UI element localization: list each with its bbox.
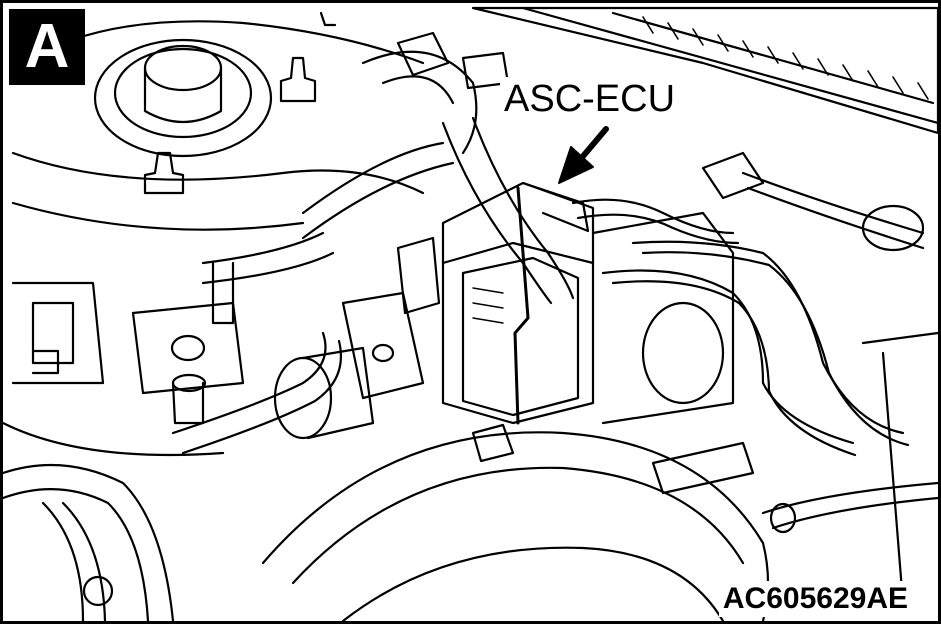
wiring-harness <box>203 33 508 283</box>
sensor-cluster <box>275 238 439 438</box>
strut-tower-mount <box>13 21 423 229</box>
engine-bay-line-drawing <box>3 3 938 621</box>
asc-ecu-unit <box>443 183 593 423</box>
vacuum-hose <box>443 118 573 303</box>
view-label-badge: A <box>9 9 85 85</box>
mount-studs <box>145 13 335 193</box>
coolant-pipes <box>3 333 341 621</box>
hydraulic-unit-brake-lines <box>573 153 923 455</box>
cowl-grille <box>473 8 938 133</box>
left-body-panel <box>3 283 223 455</box>
asc-ecu-callout-label: ASC-ECU <box>500 77 680 121</box>
air-cleaner-duct <box>263 425 768 621</box>
bracket-and-bolts <box>133 263 243 423</box>
arrow-pointer-icon <box>559 129 606 183</box>
figure-id-label: AC605629AE <box>718 581 912 617</box>
right-body-structure <box>653 333 938 603</box>
